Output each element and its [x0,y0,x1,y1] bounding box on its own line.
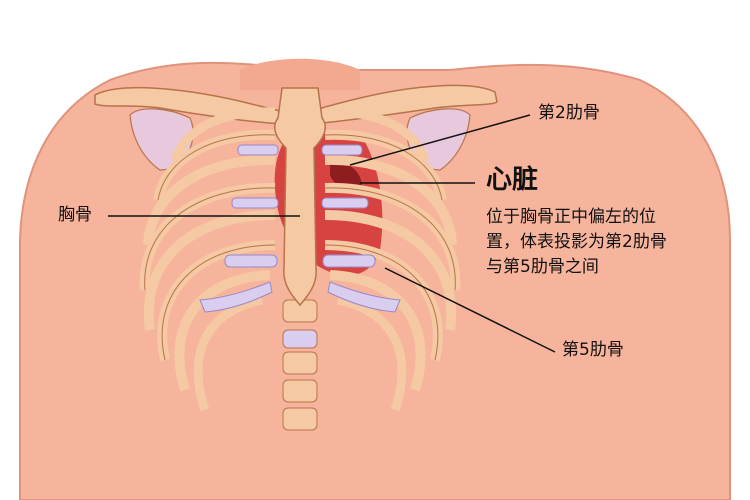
leader-lines [108,114,556,353]
leader-rib5 [384,267,556,353]
label-heart-title: 心脏 [486,165,539,195]
label-rib2: 第2肋骨 [538,103,600,123]
spine [282,299,318,431]
label-sternum: 胸骨 [58,205,92,225]
heart-desc-line3: 与第5肋骨之间 [486,257,599,277]
heart-desc-line1: 位于胸骨正中偏左的位 [486,207,656,227]
heart-desc-line2: 置，体表投影为第2肋骨 [486,232,667,252]
label-rib5: 第5肋骨 [562,340,624,360]
rib-outlines [144,134,456,361]
neck [240,58,360,90]
heart-atrium [330,163,362,189]
costal-cartilage [199,144,401,313]
leader-rib2 [349,114,531,166]
sternum-bone [274,87,326,307]
label-heart-description: 位于胸骨正中偏左的位 置，体表投影为第2肋骨 与第5肋骨之间 [486,205,741,280]
